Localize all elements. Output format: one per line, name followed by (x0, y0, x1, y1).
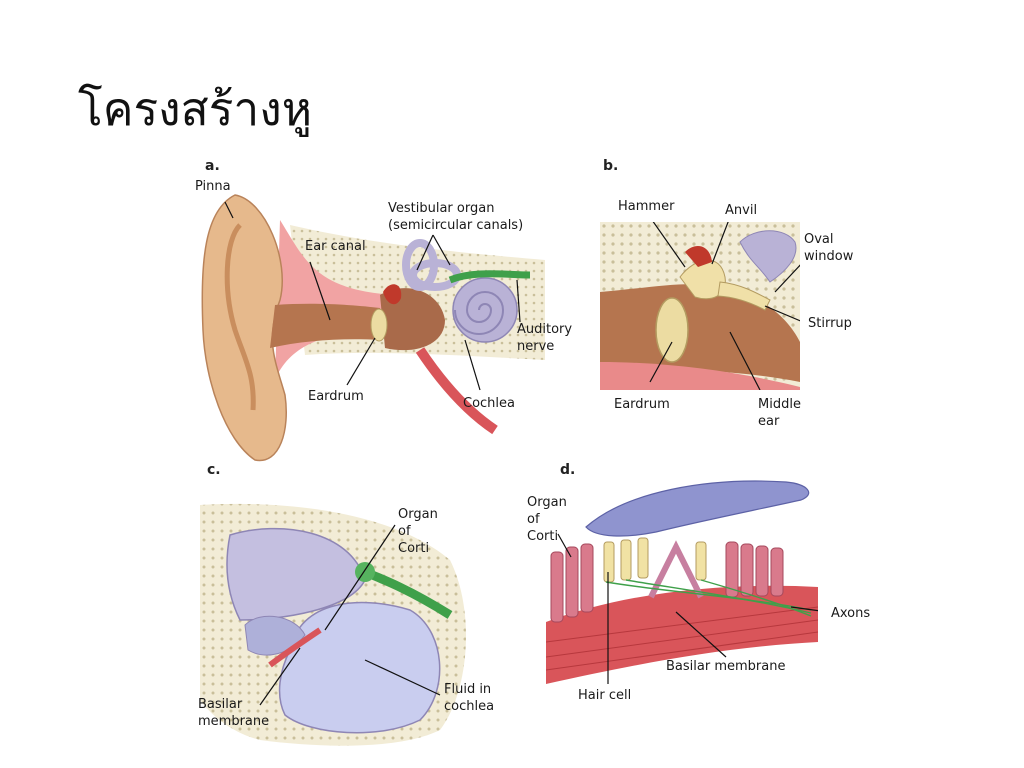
middle-ear-illustration (600, 222, 800, 390)
label-basilar-membrane-d: Basilar membrane (666, 659, 786, 674)
label-fluid-in-cochlea: Fluid in cochlea (444, 682, 495, 714)
label-vestibular-organ: Vestibular organ (semicircular canals) (388, 201, 524, 233)
label-pinna: Pinna (195, 179, 231, 194)
stirrup-shape (717, 281, 771, 311)
panel-b-letter: b. (603, 158, 619, 174)
ear-overview-illustration (201, 194, 545, 462)
eardrum-b-shape (655, 297, 689, 363)
basilar-membrane-shape (546, 585, 818, 684)
pinna-shape (201, 194, 287, 462)
axons-shape (605, 579, 812, 617)
support-cells-shape (550, 541, 784, 623)
organ-of-corti-illustration (546, 480, 818, 684)
label-anvil: Anvil (725, 203, 758, 218)
ear-canal-shape (270, 303, 380, 348)
label-basilar-membrane-c: Basilar membrane (198, 697, 270, 729)
label-organ-of-corti-c: Organ of Corti (398, 507, 438, 556)
label-eardrum-b: Eardrum (614, 397, 670, 412)
label-ear-canal: Ear canal (305, 239, 366, 254)
eardrum-shape (370, 308, 388, 342)
fluid-chamber-shape (278, 601, 441, 734)
auditory-nerve-shape (448, 270, 531, 284)
panel-a-letter: a. (205, 158, 220, 174)
cochlea-cross-section-illustration (200, 503, 467, 746)
upper-chamber-shape (226, 527, 366, 621)
organ-of-corti-shape (268, 627, 322, 668)
label-axons: Axons (831, 606, 871, 621)
label-hammer: Hammer (618, 199, 675, 214)
label-organ-of-corti-d: Organ of Corti (527, 495, 567, 544)
panel-d-letter: d. (560, 462, 576, 478)
label-auditory-nerve: Auditory nerve (517, 322, 573, 354)
tectorial-membrane-shape (585, 480, 810, 537)
label-stirrup: Stirrup (808, 316, 852, 331)
label-middle-ear: Middle ear (758, 397, 801, 429)
label-eardrum-a: Eardrum (308, 389, 364, 404)
slide-title: โครงสร้างหู (78, 82, 313, 136)
label-hair-cell: Hair cell (578, 688, 632, 703)
cochlea-shape (452, 277, 518, 343)
panel-c-letter: c. (207, 462, 221, 478)
label-oval-window: Oval window (804, 232, 854, 264)
label-cochlea: Cochlea (463, 396, 515, 411)
